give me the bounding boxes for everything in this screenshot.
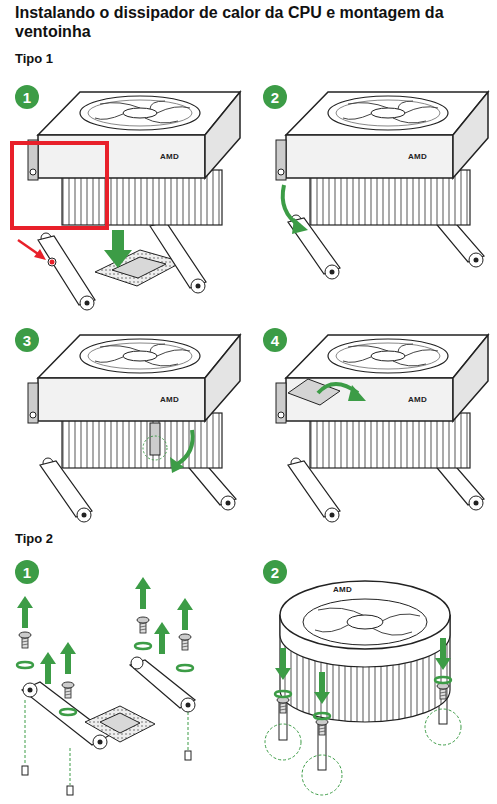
step-one-illustration — [12, 92, 240, 310]
illustration-part — [316, 719, 328, 735]
brand-logo: AMD — [160, 395, 179, 404]
illustration-part — [12, 143, 107, 228]
step-number-text: 1 — [23, 565, 31, 580]
illustration-part — [302, 755, 342, 795]
illustration-part — [135, 577, 151, 609]
illustration-part — [292, 218, 308, 234]
illustration-part — [143, 436, 167, 460]
illustration-part — [17, 596, 33, 628]
illustration-part — [177, 598, 193, 630]
illustration-part — [276, 335, 488, 522]
step-number-text: 2 — [271, 565, 279, 580]
illustration-part — [137, 617, 149, 633]
illustration-part — [104, 230, 132, 268]
section-heading: Tipo 2 — [15, 531, 53, 546]
illustration-part — [314, 713, 330, 719]
illustration-part — [135, 643, 151, 649]
page-title: Instalando o dissipador de calor da CPU … — [15, 3, 487, 41]
illustration-part — [17, 662, 33, 668]
illustration-part — [150, 423, 160, 455]
step-number: 3 — [15, 328, 39, 352]
illustration-part — [348, 385, 366, 401]
illustration-part — [60, 642, 76, 674]
illustration-part — [93, 735, 107, 749]
illustration-part — [179, 634, 191, 650]
illustration-part — [60, 709, 76, 715]
illustration-part — [100, 713, 140, 733]
illustration-part — [28, 688, 33, 693]
type-two-step-two-illustration — [265, 581, 461, 795]
illustration-part — [25, 700, 188, 785]
brand-logo: AMD — [408, 395, 427, 404]
illustration-part — [276, 92, 488, 279]
illustration-part — [425, 709, 461, 745]
illustration-part — [80, 296, 94, 310]
illustration-part — [67, 786, 73, 795]
illustration-part — [34, 249, 46, 260]
illustration-part — [437, 683, 449, 699]
illustration-part — [435, 638, 451, 670]
step-number: 1 — [15, 85, 39, 109]
illustration-part — [186, 703, 191, 708]
illustration-part — [314, 672, 330, 704]
step-four-illustration — [276, 335, 488, 522]
illustration-part — [176, 430, 193, 465]
illustration-part — [62, 682, 74, 698]
illustration-part — [280, 581, 450, 649]
step-number: 2 — [263, 560, 287, 584]
type-two-step-one-illustration — [17, 577, 195, 795]
illustration-part — [177, 665, 193, 671]
illustration-part — [265, 724, 301, 760]
illustration-part — [19, 632, 31, 648]
step-number-text: 1 — [23, 90, 31, 105]
illustration-part — [435, 677, 451, 683]
illustration-part — [347, 615, 383, 629]
illustration-part — [170, 457, 184, 473]
illustration-part — [185, 751, 191, 760]
illustration-part — [50, 260, 55, 265]
illustration-part — [28, 335, 240, 522]
step-number-text: 4 — [271, 333, 279, 348]
illustration-part — [191, 279, 205, 293]
step-number-text: 2 — [271, 90, 279, 105]
brand-logo: AMD — [333, 585, 352, 594]
illustration-part — [196, 284, 201, 289]
brand-logo: AMD — [160, 152, 179, 161]
step-two-illustration — [276, 92, 488, 279]
illustration-part — [315, 608, 420, 635]
illustration-part — [154, 622, 170, 654]
section-heading: Tipo 1 — [15, 51, 53, 66]
illustration-part — [40, 652, 56, 684]
illustration-part — [283, 185, 300, 226]
step-number: 2 — [263, 85, 287, 109]
illustration-part — [38, 236, 95, 305]
illustration-part — [98, 740, 103, 745]
illustration-part — [277, 697, 289, 713]
illustration-part — [22, 766, 28, 775]
illustration-part — [131, 657, 143, 669]
step-number: 4 — [263, 328, 287, 352]
illustration-part — [150, 222, 206, 288]
illustration-part — [303, 599, 427, 645]
brand-logo: AMD — [408, 152, 427, 161]
illustration-part — [28, 92, 240, 225]
step-number: 1 — [15, 560, 39, 584]
illustration-part — [275, 648, 291, 680]
step-three-illustration — [28, 335, 240, 522]
step-number-text: 3 — [23, 333, 31, 348]
illustration-part — [181, 698, 195, 712]
illustration-part — [85, 706, 155, 742]
illustration-part — [85, 301, 90, 306]
illustration-part — [48, 258, 56, 266]
illustration-part — [275, 691, 291, 697]
illustration-part — [23, 683, 37, 697]
